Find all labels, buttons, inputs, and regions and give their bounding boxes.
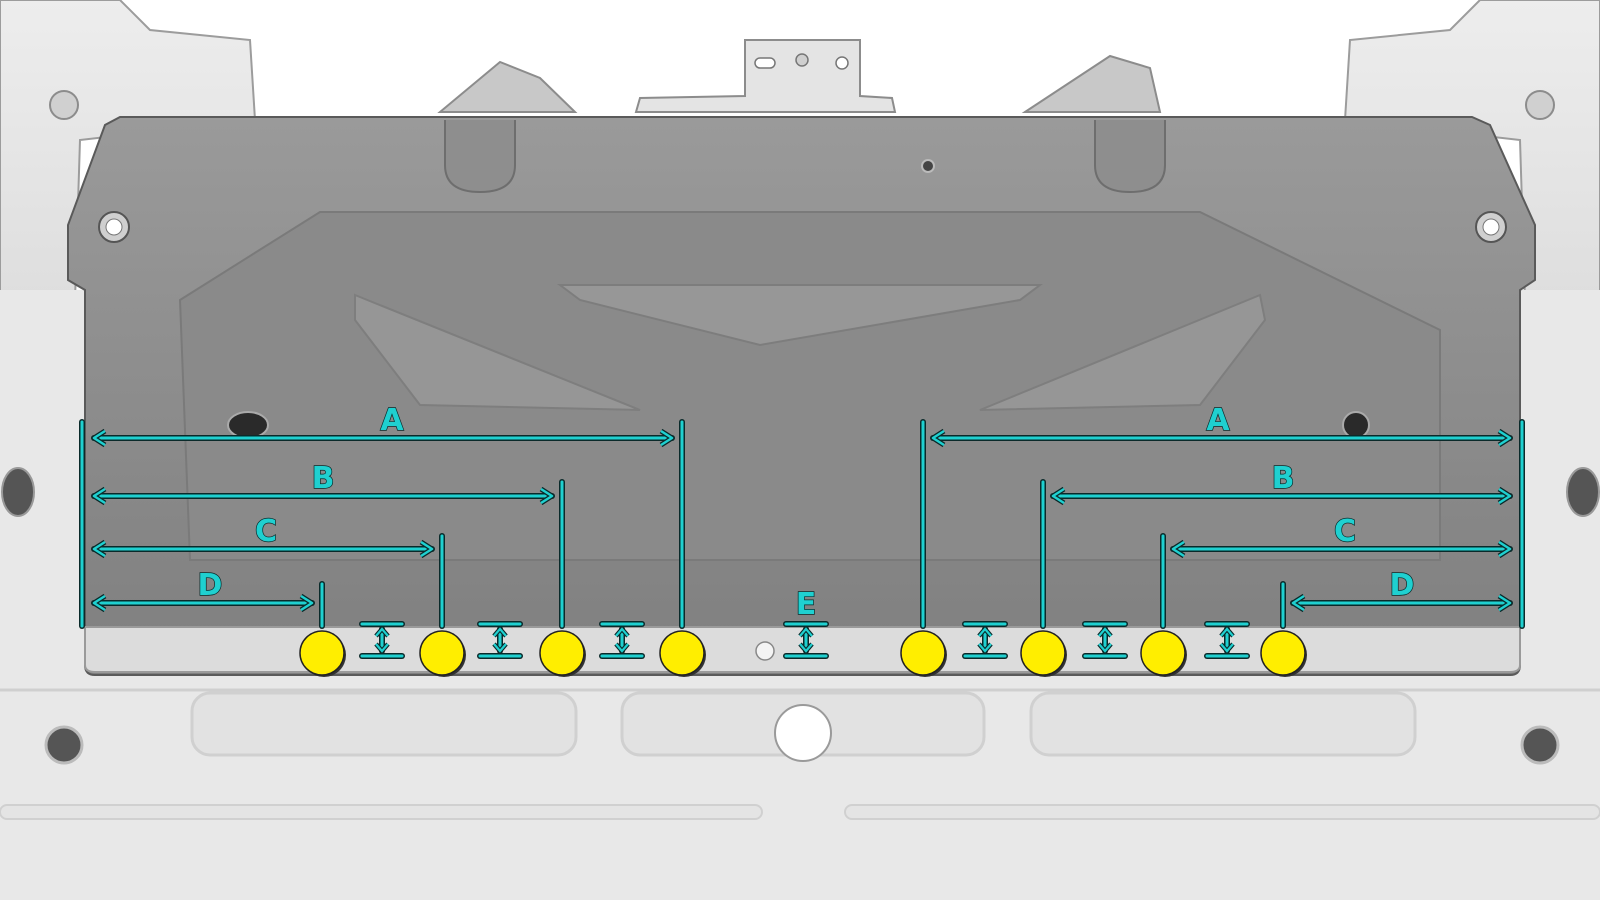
gap-label-e: E: [796, 587, 817, 622]
right-frame-hole-top: [1525, 90, 1555, 120]
right-lower-hole: [1520, 725, 1560, 765]
yellow-dot-icon-5: [900, 630, 946, 676]
left-top-bracket: [437, 60, 578, 113]
marker-layer: [299, 630, 1307, 677]
left-frame-hole-top: [49, 90, 79, 120]
left-dimension-arrow-a-head-end: [660, 429, 674, 447]
lower-recess-right: [1029, 691, 1417, 757]
gap-indicator-2: [477, 621, 523, 659]
gap-indicator-6: [1082, 621, 1128, 659]
gap-head-up-3: [615, 627, 629, 637]
panel-rib-right: [979, 293, 1267, 411]
right-dimension-arrow-c: [1170, 539, 1513, 559]
center-bracket-slot-left: [754, 57, 776, 69]
right-dimension-arrow-b-head-start: [1051, 487, 1065, 505]
left-dimension-arrow-d-head-end: [300, 594, 314, 612]
yellow-dot-icon-6: [1020, 630, 1066, 676]
left-dimension-arrow-a: [91, 428, 675, 448]
left-dimension-arrow-b-head-end: [540, 487, 554, 505]
left-side-slot: [1, 467, 35, 517]
gap-head-down-2: [493, 643, 507, 653]
left-dimension-arrow-c: [91, 539, 435, 559]
left-dimension-arrow-c-head-start: [92, 540, 106, 558]
right-dimension-arrow-b-head-end: [1498, 487, 1512, 505]
gap-indicator-3: [599, 621, 645, 659]
lower-recess-left: [190, 691, 578, 757]
right-label-c: C: [1334, 514, 1356, 549]
panel-rib-upper: [557, 284, 1043, 347]
left-label-d: D: [198, 568, 223, 603]
panel-left-drain-hole: [227, 411, 269, 439]
gap-head-up-6: [1098, 627, 1112, 637]
lower-center-hole: [774, 704, 832, 762]
left-dimension-arrow-a-head-start: [92, 429, 106, 447]
center-bracket-bolt: [795, 53, 809, 67]
gap-head-up-2: [493, 627, 507, 637]
center-bracket-hole: [835, 56, 849, 70]
gap-head-down-6: [1098, 643, 1112, 653]
left-label-c: C: [255, 514, 277, 549]
gap-head-down-3: [615, 643, 629, 653]
gap-indicator-7: [1204, 621, 1250, 659]
right-dimension-arrow-b: [1050, 486, 1513, 506]
right-dimension-arrow-c-head-end: [1498, 540, 1512, 558]
panel-bump-left: [444, 120, 516, 194]
yellow-dot-icon-1: [299, 630, 345, 676]
left-dimension-arrow-b: [91, 486, 555, 506]
right-dimension-arrow-c-head-start: [1171, 540, 1185, 558]
right-label-b: B: [1272, 461, 1295, 496]
panel-right-mount-hole-inner: [1482, 218, 1500, 236]
gap-head-up-4: [799, 627, 813, 637]
gap-head-up-1: [375, 627, 389, 637]
gap-indicator-5: [962, 621, 1008, 659]
panel-right-drain-hole: [1342, 411, 1370, 439]
left-dimension-arrow-c-head-end: [420, 540, 434, 558]
right-side-slot: [1566, 467, 1600, 517]
panel-left-mount-hole-inner: [105, 218, 123, 236]
yellow-dot-icon-3: [539, 630, 585, 676]
panel-bump-right: [1094, 120, 1166, 194]
strip-center-hole: [755, 641, 775, 661]
gap-indicator-1: [359, 621, 405, 659]
left-label-a: A: [380, 403, 404, 438]
gap-head-down-4: [799, 643, 813, 653]
lower-rib-left: [0, 804, 763, 820]
yellow-dot-icon-2: [419, 630, 465, 676]
panel-center-bolt: [921, 159, 935, 173]
lower-rib-right: [844, 804, 1600, 820]
right-dimension-arrow-d-head-end: [1498, 594, 1512, 612]
right-dimension-arrow-a: [930, 428, 1513, 448]
right-label-a: A: [1206, 403, 1230, 438]
center-mount-bracket: [634, 39, 897, 113]
gap-head-up-7: [1220, 627, 1234, 637]
right-dimension-arrow-a-head-end: [1498, 429, 1512, 447]
gap-head-down-1: [375, 643, 389, 653]
right-top-bracket: [1021, 54, 1162, 113]
gap-head-down-7: [1220, 643, 1234, 653]
right-dimension-arrow-d: [1290, 593, 1513, 613]
gap-head-up-5: [978, 627, 992, 637]
left-dimension-arrow-d: [91, 593, 315, 613]
right-label-d: D: [1390, 568, 1415, 603]
yellow-dot-icon-4: [659, 630, 705, 676]
left-lower-hole: [44, 725, 84, 765]
panel-rib-left: [354, 293, 641, 411]
yellow-dot-icon-8: [1260, 630, 1306, 676]
right-dimension-arrow-d-head-start: [1291, 594, 1305, 612]
panel-raised-area: [178, 211, 1441, 561]
yellow-dot-icon-7: [1140, 630, 1186, 676]
left-dimension-arrow-d-head-start: [92, 594, 106, 612]
left-label-b: B: [312, 461, 335, 496]
right-dimension-arrow-a-head-start: [931, 429, 945, 447]
gap-indicator-4: [783, 621, 829, 659]
left-dimension-arrow-b-head-start: [92, 487, 106, 505]
gap-head-down-5: [978, 643, 992, 653]
